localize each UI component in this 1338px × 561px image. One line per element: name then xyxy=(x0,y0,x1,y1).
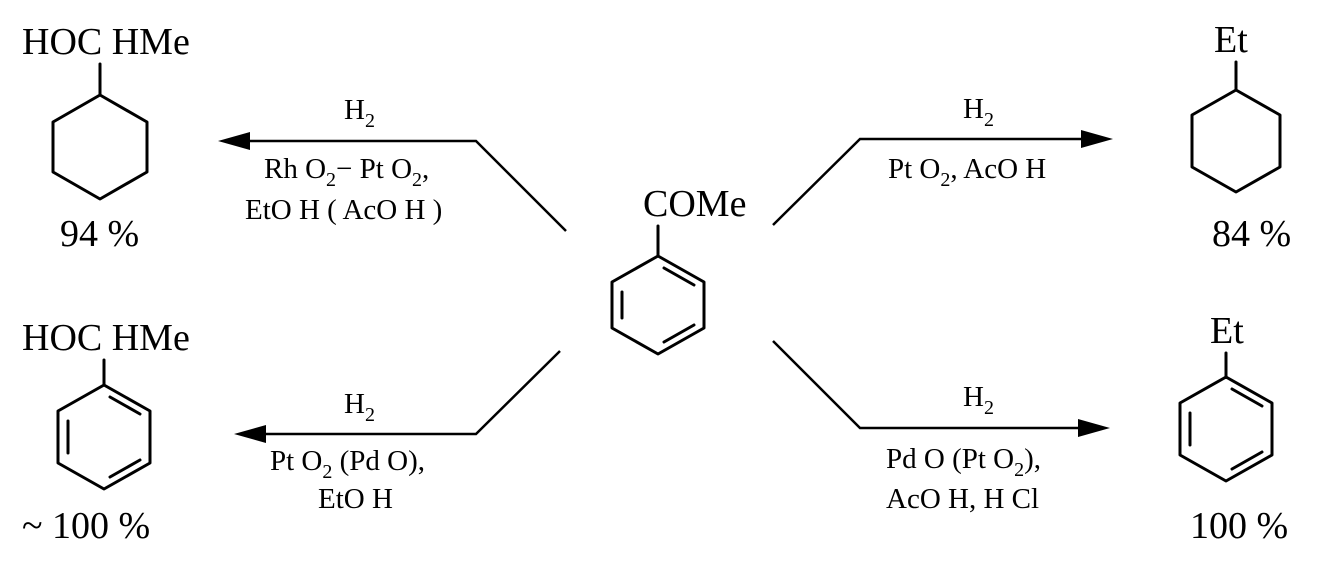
arrowhead-lower-left xyxy=(234,425,266,443)
arrowhead-upper-right xyxy=(1081,130,1113,148)
conditions-lower-right-line1: Pd O (Pt O2), xyxy=(886,443,1041,481)
reaction-lower-right: H2 Pd O (Pt O2), AcO H, H Cl Et 100 % xyxy=(772,310,1288,547)
cyclohexane-ring-upper-right xyxy=(1190,88,1282,194)
subscript: 2 xyxy=(940,169,950,191)
aromatic-bond-lower-right-1 xyxy=(1230,387,1264,408)
subscript: 2 xyxy=(412,169,422,191)
reagent-upper-left: H2 xyxy=(344,94,375,132)
reaction-lower-left: H2 Pt O2 (Pd O), EtO H HOC HMe ~ 100 % xyxy=(22,317,561,547)
yield-upper-left: 94 % xyxy=(60,213,139,255)
reaction-upper-right: H2 Pt O2, AcO H Et 84 % xyxy=(772,19,1291,255)
arrow-path-upper-right xyxy=(772,137,1085,226)
condition-text: Pt O xyxy=(270,445,322,477)
product-substituent-upper-left: HOC HMe xyxy=(22,21,190,63)
aromatic-bond-lower-left-2 xyxy=(108,458,142,479)
conditions-lower-left-line2: EtO H xyxy=(318,483,393,515)
arrow-path-upper-left xyxy=(245,139,567,232)
yield-lower-right: 100 % xyxy=(1190,505,1288,547)
benzene-ring-lower-right xyxy=(1178,375,1274,483)
arrow-path-lower-right xyxy=(772,340,1082,430)
yield-lower-left: ~ 100 % xyxy=(22,505,150,547)
conditions-upper-right-line1: Pt O2, AcO H xyxy=(888,153,1046,191)
cyclohexane-ring-upper-left xyxy=(51,93,149,201)
reagent-lower-left: H2 xyxy=(344,388,375,426)
center-substituent: COMe xyxy=(643,183,746,225)
condition-text: Pt O xyxy=(888,153,940,185)
reagent-upper-right: H2 xyxy=(963,93,994,131)
product-substituent-lower-right: Et xyxy=(1210,310,1244,352)
benzene-ring-lower-left xyxy=(56,383,152,491)
yield-upper-right: 84 % xyxy=(1212,213,1291,255)
center-aromatic-bond-2 xyxy=(662,323,696,344)
product-substituent-lower-left: HOC HMe xyxy=(22,317,190,359)
condition-text: , xyxy=(422,153,429,185)
center-benzene-ring xyxy=(610,254,706,356)
condition-text: ), xyxy=(1024,443,1041,475)
reagent-lower-right: H2 xyxy=(963,381,994,419)
conditions-lower-right-line2: AcO H, H Cl xyxy=(886,483,1039,515)
arrowhead-lower-right xyxy=(1078,419,1110,437)
condition-text: − Pt O xyxy=(336,153,412,185)
aromatic-bond-lower-left-1 xyxy=(108,395,142,416)
arrowhead-upper-left xyxy=(218,132,250,150)
condition-text: (Pd O), xyxy=(332,445,425,477)
reaction-upper-left: H2 Rh O2− Pt O2, EtO H ( AcO H ) HOC HMe… xyxy=(22,21,567,255)
arrow-path-lower-left xyxy=(264,350,561,436)
product-substituent-upper-right: Et xyxy=(1214,19,1248,61)
subscript: 2 xyxy=(326,169,336,191)
acetophenone: COMe xyxy=(610,183,746,356)
subscript: 2 xyxy=(322,461,332,483)
conditions-upper-left-line1: Rh O2− Pt O2, xyxy=(264,153,429,191)
subscript: 2 xyxy=(1014,459,1024,481)
center-aromatic-bond-1 xyxy=(662,266,696,287)
conditions-lower-left-line1: Pt O2 (Pd O), xyxy=(270,445,425,483)
condition-text: , AcO H xyxy=(950,153,1046,185)
conditions-upper-left-line2: EtO H ( AcO H ) xyxy=(245,194,442,226)
condition-text: Rh O xyxy=(264,153,326,185)
aromatic-bond-lower-right-2 xyxy=(1230,450,1264,471)
condition-text: Pd O (Pt O xyxy=(886,443,1014,475)
